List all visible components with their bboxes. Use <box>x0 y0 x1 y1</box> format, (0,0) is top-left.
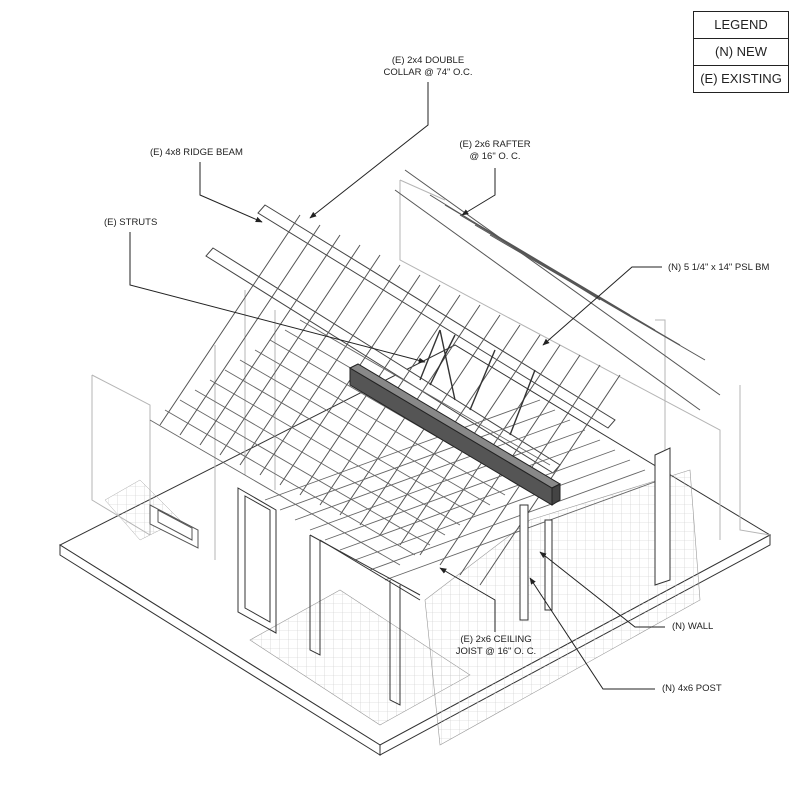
ceiling-joist-label: (E) 2x6 CEILING JOIST @ 16" O. C. <box>448 634 544 658</box>
legend-new: (N) NEW <box>694 38 788 65</box>
psl-beam <box>348 363 562 506</box>
collar-label-line1: (E) 2x4 DOUBLE <box>391 55 465 66</box>
ceiling-joist-label-line1: (E) 2x6 CEILING <box>460 634 532 645</box>
struts <box>419 329 536 436</box>
leader-lines <box>129 82 665 690</box>
legend-existing: (E) EXISTING <box>694 65 788 92</box>
rafter-label-line2: @ 16" O. C. <box>469 151 521 162</box>
collar-label: (E) 2x4 DOUBLE COLLAR @ 74" O.C. <box>370 55 486 79</box>
legend-box: LEGEND (N) NEW (E) EXISTING <box>693 11 789 93</box>
struts-label: (E) STRUTS <box>104 217 158 228</box>
bathtub <box>149 504 199 549</box>
psl-beam-label: (N) 5 1/4" x 14" PSL BM <box>668 262 770 273</box>
collar-label-line2: COLLAR @ 74" O.C. <box>383 67 473 78</box>
rafter-label-line1: (E) 2x6 RAFTER <box>459 139 531 150</box>
existing-walls <box>91 179 771 560</box>
ceiling-joist-label-line2: JOIST @ 16" O. C. <box>455 646 537 657</box>
new-wall-and-post <box>519 447 671 621</box>
ridge-beam <box>205 204 616 474</box>
post-label: (N) 4x6 POST <box>662 683 722 694</box>
door-frames <box>237 487 421 706</box>
ridge-beam-label: (E) 4x8 RIDGE BEAM <box>150 147 243 158</box>
rafter-label: (E) 2x6 RAFTER @ 16" O. C. <box>452 139 538 163</box>
legend-title: LEGEND <box>714 17 768 32</box>
wall-label: (N) WALL <box>672 621 714 632</box>
